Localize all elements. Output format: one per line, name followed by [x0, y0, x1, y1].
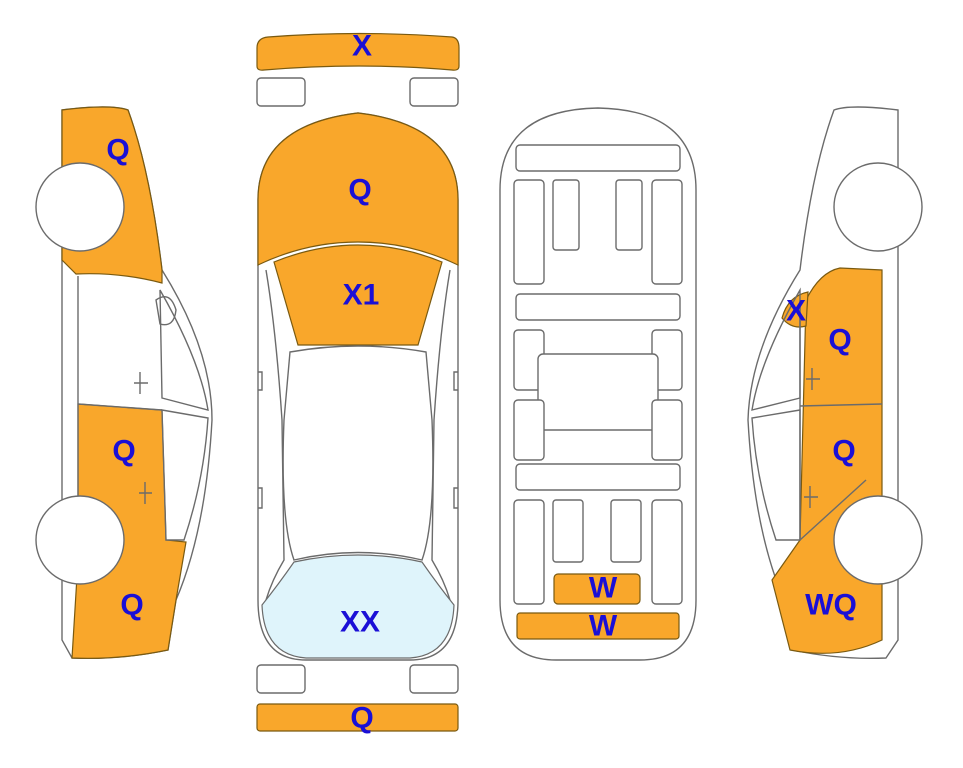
underside-inner-right-front: [615, 179, 643, 251]
rear-bumper-label: Q: [350, 702, 373, 735]
left-mirror: [258, 371, 263, 391]
floor-crossmember-panel[interactable]: [553, 573, 641, 605]
underside-front-bar: [515, 144, 681, 172]
underside-right-mid-2: [651, 399, 683, 461]
front-bumper-label: X: [352, 30, 372, 63]
underside-inner-right-rear: [610, 499, 642, 563]
windshield-label: X1: [343, 279, 380, 312]
right-a-pillar-label: X: [786, 295, 806, 328]
right-rear-door-label: Q: [832, 435, 855, 468]
underside-center-tank: [537, 353, 659, 431]
underside-left-rail-rear: [513, 499, 545, 605]
front-left-light: [256, 77, 306, 107]
left-side-line: [265, 269, 285, 601]
right-quarter-label: WQ: [805, 589, 857, 622]
left-handle-1: [134, 372, 148, 394]
underside-left-mid-2: [513, 399, 545, 461]
left-front-fender-label: Q: [106, 134, 129, 167]
right-side-view: [747, 106, 923, 660]
right-window-rear: [751, 409, 801, 541]
rear-left-light: [256, 664, 306, 694]
front-bumper-panel[interactable]: [256, 32, 460, 71]
left-handle-2: [139, 482, 152, 504]
windshield-panel[interactable]: [273, 244, 443, 346]
rear-glass-panel[interactable]: [261, 554, 455, 659]
underside-right-rail-rear: [651, 499, 683, 605]
rear-panel-label: W: [589, 610, 618, 643]
left-rear-door-label: Q: [112, 435, 135, 468]
right-mirror: [453, 371, 458, 391]
underside-inner-left-front: [552, 179, 580, 251]
right-handle-rear: [453, 487, 458, 509]
right-front-door-label: Q: [828, 324, 851, 357]
right-handle-1: [806, 368, 820, 390]
right-rear-wheel: [833, 495, 923, 585]
rear-right-light: [409, 664, 459, 694]
front-right-light: [409, 77, 459, 107]
hood-panel[interactable]: [257, 112, 459, 266]
right-window: [751, 287, 801, 411]
hood-label: Q: [348, 174, 371, 207]
left-rear-wheel: [35, 495, 125, 585]
rear-bumper-panel[interactable]: [256, 703, 459, 732]
right-rear-quarter-line: [799, 479, 867, 541]
rear-panel[interactable]: [516, 612, 680, 640]
left-side-view: [35, 106, 213, 660]
right-side-line: [431, 269, 451, 601]
left-window: [159, 289, 209, 411]
underside-left-rail-front: [513, 179, 545, 285]
floor-crossmember-label: W: [589, 572, 618, 605]
rear-glass-label: XX: [340, 606, 380, 639]
left-quarter-label: Q: [120, 589, 143, 622]
underside-cross-2: [515, 463, 681, 491]
right-handle-2: [804, 486, 818, 508]
underside-cross-1: [515, 293, 681, 321]
underside-right-rail-front: [651, 179, 683, 285]
left-handle-rear: [258, 487, 263, 509]
left-mirror-side: [155, 296, 177, 326]
left-front-wheel: [35, 162, 125, 252]
roof-outline: [282, 345, 434, 561]
left-window-rear: [161, 409, 209, 541]
underside-inner-left-rear: [552, 499, 584, 563]
left-front-door-line: [77, 276, 163, 500]
right-a-pillar-panel[interactable]: [781, 291, 809, 328]
right-front-wheel: [833, 162, 923, 252]
left-rear-door-panel[interactable]: [71, 403, 187, 659]
